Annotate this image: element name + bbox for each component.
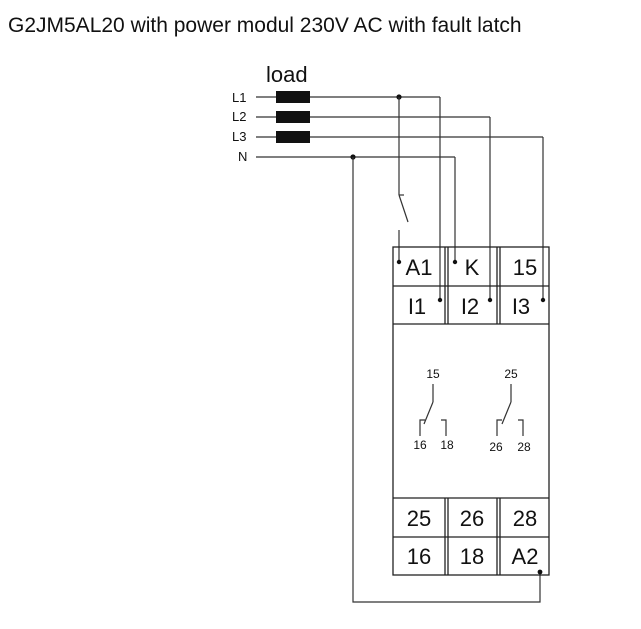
terminal-a2: A2 — [512, 544, 539, 569]
load-coil-l2 — [276, 111, 310, 123]
load-coil-l1 — [276, 91, 310, 103]
external-switch — [398, 194, 409, 223]
terminal-26: 26 — [460, 506, 484, 531]
line-label-l1: L1 — [232, 90, 246, 105]
contact2-nc-bracket — [496, 419, 502, 436]
terminal-k: K — [465, 255, 480, 280]
contact2-common: 25 — [504, 367, 518, 381]
terminal-dot-k — [452, 259, 458, 265]
contact2-no: 28 — [517, 440, 531, 454]
line-label-l3: L3 — [232, 129, 246, 144]
line-label-n: N — [238, 149, 247, 164]
terminal-dot-i2 — [487, 297, 493, 303]
terminal-dot-a2 — [537, 569, 543, 575]
terminal-a1: A1 — [406, 255, 433, 280]
contact1-nc: 16 — [413, 438, 427, 452]
contact1-nc-bracket — [419, 419, 425, 428]
contact2-no-bracket — [518, 419, 524, 436]
terminal-18: 18 — [460, 544, 484, 569]
load-coil-l3 — [276, 131, 310, 143]
contact1-no-bracket — [441, 419, 447, 436]
terminal-16: 16 — [407, 544, 431, 569]
terminal-dot-i3 — [540, 297, 546, 303]
contact1-blade — [423, 401, 434, 425]
terminal-i3: I3 — [512, 294, 530, 319]
diagram-title: G2JM5AL20 with power modul 230V AC with … — [8, 14, 522, 37]
terminal-i2: I2 — [461, 294, 479, 319]
line-label-l2: L2 — [232, 109, 246, 124]
terminal-25: 25 — [407, 506, 431, 531]
contact2-blade — [501, 401, 512, 425]
contact1-common: 15 — [426, 367, 440, 381]
terminal-dot-i1 — [437, 297, 443, 303]
relay-module — [392, 246, 550, 576]
contact1-no: 18 — [440, 438, 454, 452]
load-label: load — [266, 62, 308, 87]
terminal-15: 15 — [513, 255, 537, 280]
terminal-i1: I1 — [408, 294, 426, 319]
terminal-28: 28 — [513, 506, 537, 531]
terminal-dot-a1 — [396, 259, 402, 265]
contact2-nc: 26 — [489, 440, 503, 454]
wire-n-a2 — [352, 157, 541, 603]
